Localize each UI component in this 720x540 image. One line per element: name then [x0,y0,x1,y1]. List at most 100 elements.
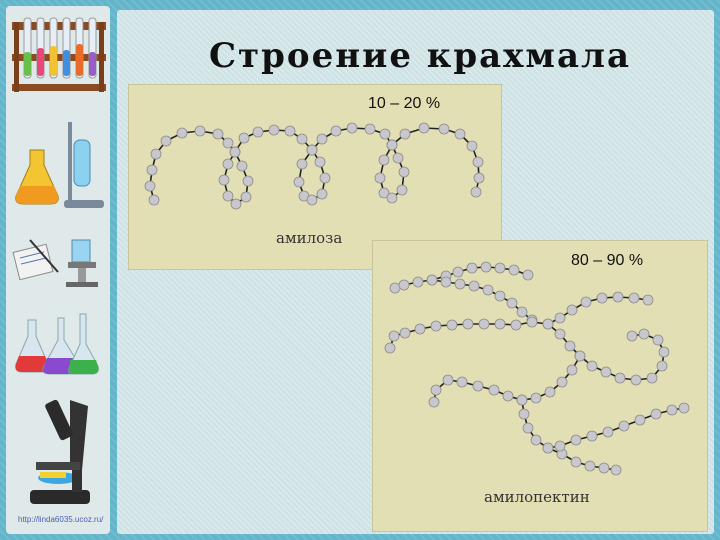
source-url[interactable]: http://linda6035.ucoz.ru/ [18,515,104,524]
amylopectin-a-bead [480,261,492,273]
amylopectin-f-link [521,399,617,471]
amylopectin-f-bead [584,460,596,472]
amylopectin-c-bead [628,292,640,304]
amylopectin-d-bead [652,334,664,346]
amylopectin-e-bead [488,384,500,396]
amylose-caption: амилоза [276,229,343,247]
amylopectin-a-bead [466,262,478,274]
amylose-loop3-bead [378,154,390,166]
amylopectin-c-bead [399,327,411,339]
amylose-loop1-bead [236,160,248,172]
amylopectin-d-bead [630,374,642,386]
amylopectin-d-bead [646,372,658,384]
amylose-loop2-bead [314,156,326,168]
amylopectin-g-bead [666,404,678,416]
amylose-loop3-bead [392,152,404,164]
amylose-loop3-bead [386,139,398,151]
amylose-bead [176,127,188,139]
amylose-bead [438,123,450,135]
flasks-icon [15,313,99,375]
amylose-bead [472,156,484,168]
amylopectin-f-bead [516,394,528,406]
amylose-bead [346,122,358,134]
amylose-loop1-bead [242,175,254,187]
amylopectin-d-bead [586,360,598,372]
amylose-bead [150,148,162,160]
amylose-loop3-bead [374,172,386,184]
amylose-loop3-bead [396,184,408,196]
amylopectin-percent: 80 – 90 % [571,252,644,269]
amylopectin-panel [372,240,708,532]
amylopectin-d-bead [600,366,612,378]
amylopectin-e-bead [430,384,442,396]
amylopectin-f-bead [530,434,542,446]
amylopectin-a-bead [508,264,520,276]
amylopectin-c-bead [566,304,578,316]
amylopectin-e-bead [556,376,568,388]
slide-title: Строение крахмала [209,36,631,76]
amylose-bead [296,133,308,145]
amylopectin-c-bead [554,312,566,324]
amylopectin-e-bead [566,364,578,376]
amylose-bead [284,125,296,137]
amylose-loop2-bead [293,176,305,188]
flask-stand-icon [15,122,104,208]
amylopectin-b-bead [482,284,494,296]
amylose-bead [466,140,478,152]
amylose-percent: 10 – 20 % [368,95,441,112]
amylopectin-c-bead [384,342,396,354]
amylopectin-f-bead [518,408,530,420]
amylose-loop2-bead [319,172,331,184]
experiment-notes-icon [12,239,98,287]
amylopectin-b-bead [516,306,528,318]
amylopectin-g-link [547,407,685,449]
amylopectin-c-bead [478,318,490,330]
amylose-loop3-bead [398,166,410,178]
amylopectin-f-bead [570,456,582,468]
amylose-loop1-bead [229,146,241,158]
amylopectin-f-bead [598,462,610,474]
amylopectin-g-bead [586,430,598,442]
amylose-loop1-bead [222,158,234,170]
amylopectin-a-bead [522,269,534,281]
amylose-bead [473,172,485,184]
amylopectin-d-bead [656,360,668,372]
microscope-icon [30,399,90,504]
amylopectin-e-bead [544,386,556,398]
amylose-loop2-bead [296,158,308,170]
amylopectin-d-bead [614,372,626,384]
amylopectin-a-bead [452,266,464,278]
amylopectin-a-bead [494,262,506,274]
amylopectin-d-bead [638,328,650,340]
amylopectin-c-bead [642,294,654,306]
amylopectin-c-bead [596,292,608,304]
amylopectin-b-bead [426,274,438,286]
amylopectin-d-bead [564,340,576,352]
amylose-bead [330,125,342,137]
amylopectin-e-bead [502,390,514,402]
amylose-bead [238,132,250,144]
amylose-loop3-bead [378,187,390,199]
amylopectin-chain [384,261,690,476]
amylose-bead [252,126,264,138]
amylose-bead [148,194,160,206]
amylopectin-b-bead [440,276,452,288]
amylopectin-d-bead [626,330,638,342]
amylopectin-b-bead [454,278,466,290]
amylopectin-e-bead [442,374,454,386]
amylose-bead [364,123,376,135]
amylopectin-e-bead [456,376,468,388]
amylopectin-a-bead [389,282,401,294]
amylopectin-g-bead [542,442,554,454]
amylopectin-c-bead [430,320,442,332]
amylopectin-caption: амилопектин [484,488,590,506]
amylose-chain [144,122,485,210]
amylopectin-b-bead [506,297,518,309]
amylose-loop1-bead [230,198,242,210]
amylopectin-b-bead [468,280,480,292]
amylopectin-e-bead [428,396,440,408]
amylose-bead [379,128,391,140]
amylopectin-f-bead [610,464,622,476]
